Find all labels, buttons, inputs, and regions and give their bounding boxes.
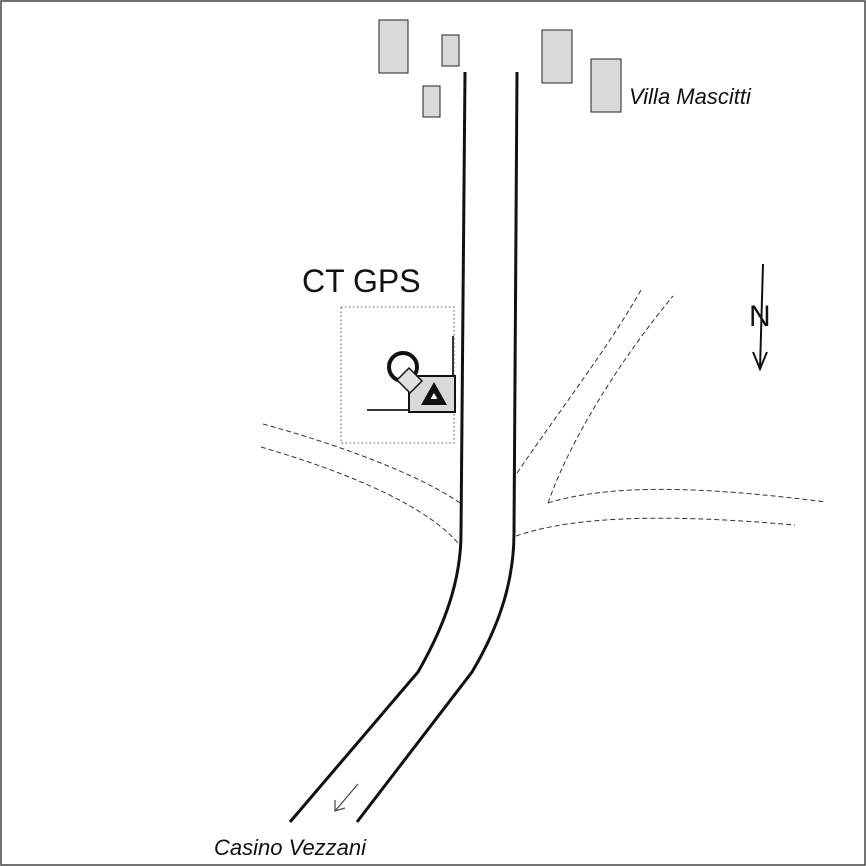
building [541, 29, 573, 84]
casino-label: Casino Vezzani [214, 835, 367, 860]
track-west-upper [262, 423, 461, 504]
track-west-lower [260, 446, 463, 549]
villa-label: Villa Mascitti [629, 84, 752, 109]
station-connector [395, 366, 424, 395]
triangle-benchmark-icon [421, 382, 447, 405]
road-east-edge [355, 71, 519, 823]
north-arrow-icon [752, 263, 768, 372]
north-label: N [749, 300, 771, 333]
station-label: CT GPS [302, 263, 421, 299]
building [422, 85, 441, 118]
building [441, 34, 460, 67]
tracks [260, 289, 827, 549]
direction-arrow-icon [334, 783, 359, 812]
building [378, 19, 409, 74]
track-east-upper [547, 488, 827, 504]
road-west-edge [288, 71, 467, 823]
main-road [288, 71, 519, 823]
track-east-lower [515, 517, 796, 537]
gps-station-icon[interactable] [367, 336, 456, 413]
buildings [378, 19, 622, 118]
track-ne-west [516, 289, 642, 474]
track-ne-east [547, 295, 674, 504]
building [590, 58, 622, 113]
